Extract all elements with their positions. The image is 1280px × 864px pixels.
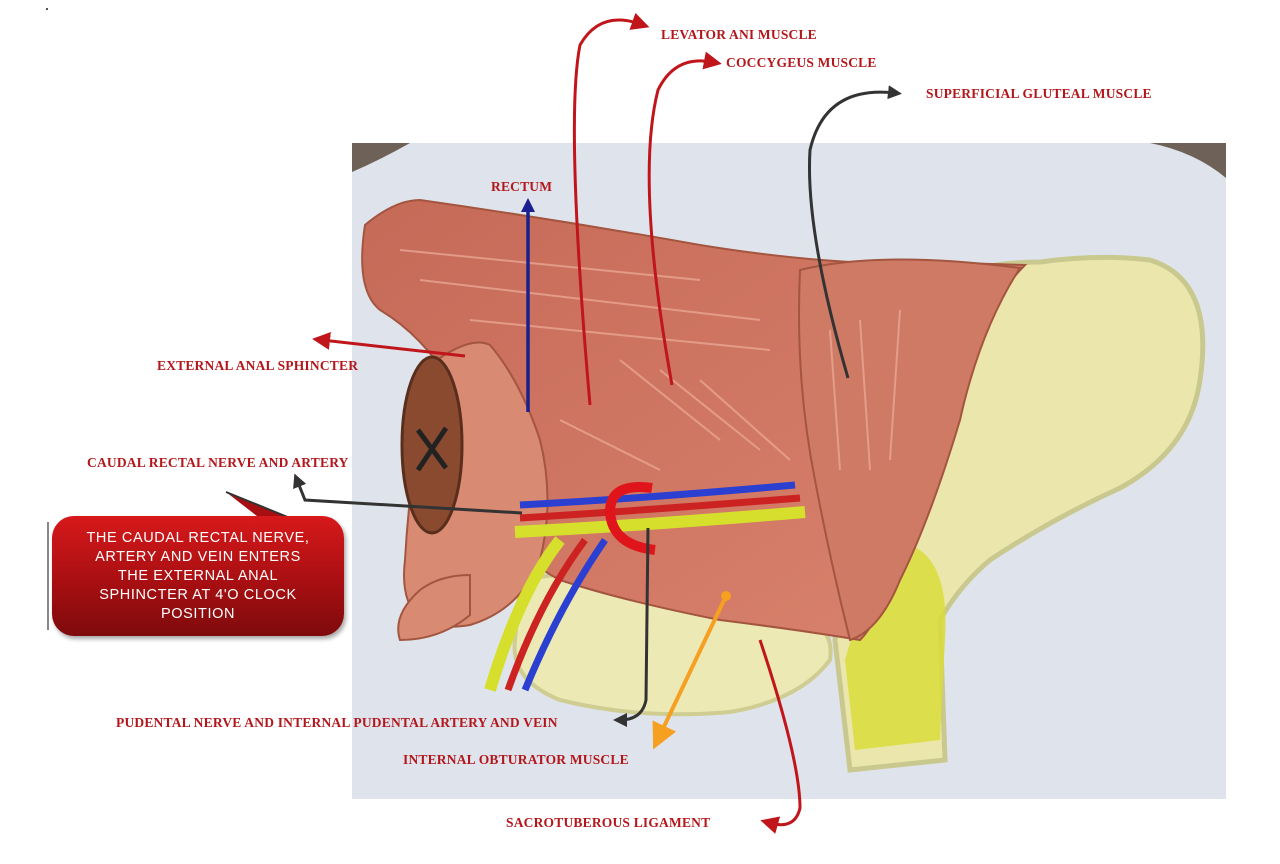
- arrow-external-anal-sphincter: [312, 331, 466, 358]
- label-internal-obturator: INTERNAL OBTURATOR MUSCLE: [403, 752, 629, 767]
- photo-corner-shadow: [352, 143, 410, 172]
- muscle-striations: [399, 249, 901, 471]
- arrow-sacrotuberous: [758, 639, 802, 834]
- label-levator-ani: LEVATOR ANI MUSCLE: [661, 27, 817, 42]
- arrow-caudal-rectal: [293, 473, 523, 515]
- edge-line: [47, 522, 49, 630]
- callout-box: THE CAUDAL RECTAL NERVE, ARTERY AND VEIN…: [52, 516, 344, 636]
- gluteal-muscle: [798, 258, 1022, 642]
- anus-mark: [415, 426, 449, 472]
- arrow-pudendal: [613, 527, 650, 727]
- arrow-internal-obturator: [652, 595, 728, 750]
- red-artery: [519, 494, 801, 522]
- label-sacrotuberous: SACROTUBEROUS LIGAMENT: [506, 815, 711, 830]
- arrow-levator-ani: [572, 12, 650, 406]
- callout-pointer-line: [225, 491, 291, 519]
- four-oclock-marker: [604, 482, 656, 555]
- arrow-superficial-gluteal: [808, 85, 902, 379]
- blue-vein-down: [521, 538, 608, 692]
- label-rectum: RECTUM: [491, 179, 553, 194]
- tail-stump: [397, 573, 471, 642]
- photo-corner-shadow-right: [1150, 143, 1226, 178]
- stray-dot: [46, 8, 48, 10]
- label-superficial-gluteal: SUPERFICIAL GLUTEAL MUSCLE: [926, 86, 1152, 101]
- blue-vein: [519, 481, 796, 509]
- label-coccygeus: COCCYGEUS MUSCLE: [726, 55, 877, 70]
- ligament-strip: [845, 545, 946, 750]
- label-pudendal: PUDENTAL NERVE AND INTERNAL PUDENTAL ART…: [116, 715, 558, 730]
- arrow-coccygeus: [647, 51, 722, 386]
- label-caudal-rectal: CAUDAL RECTAL NERVE AND ARTERY: [87, 455, 349, 470]
- yellow-nerve: [514, 506, 806, 538]
- arrow-internal-obturator-dot: [721, 591, 731, 601]
- yellow-nerve-down: [484, 536, 565, 692]
- red-artery-down: [504, 537, 588, 692]
- callout-text: THE CAUDAL RECTAL NERVE, ARTERY AND VEIN…: [86, 529, 310, 622]
- label-external-anal-sphincter: EXTERNAL ANAL SPHINCTER: [157, 358, 359, 373]
